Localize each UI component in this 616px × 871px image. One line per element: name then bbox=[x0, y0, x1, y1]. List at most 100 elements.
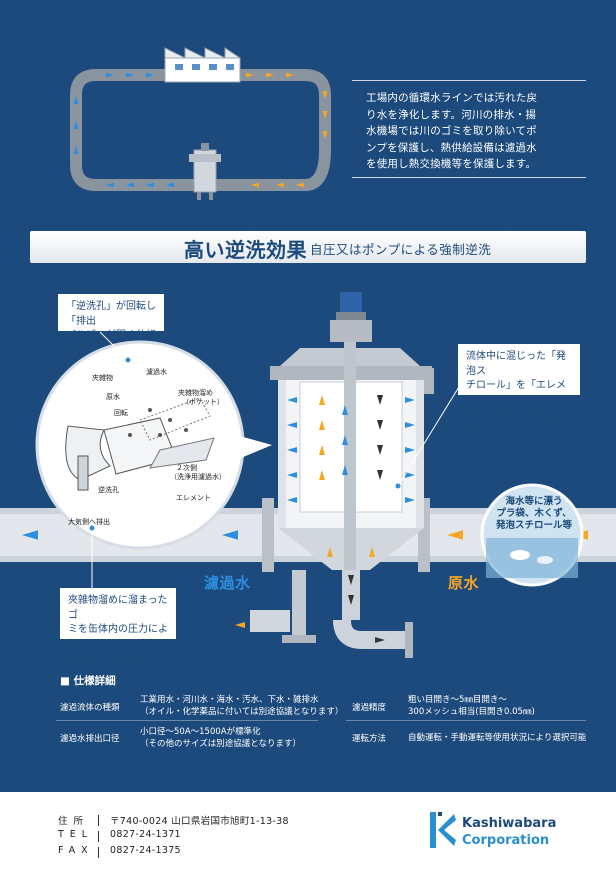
flow-arrow bbox=[73, 121, 79, 129]
footer-tel-label: TEL bbox=[58, 829, 94, 840]
callout-backwash-valve: 「逆洗孔」が回転し「排出 バルブ」が開く仕組み。 bbox=[58, 294, 164, 356]
spec-value-line: 小口径～50A～1500Aが標準化 bbox=[140, 727, 261, 737]
intro-text: 工場内の循環水ラインでは汚れた戻 り水を浄化します。河川の排水・揚 水機場では川… bbox=[352, 80, 586, 178]
flow-arrow bbox=[377, 395, 383, 405]
footer-address: 〒740-0024 山口県岩国市旭町1-13-38 bbox=[110, 816, 289, 827]
spec-label-outlet: 濾過水排出口径 bbox=[60, 734, 120, 744]
flow-arrow bbox=[322, 131, 328, 139]
flow-arrow bbox=[405, 397, 415, 403]
flow-arrow bbox=[287, 497, 297, 503]
flow-arrow bbox=[405, 472, 415, 478]
label-secondary-1: ２次側 bbox=[176, 464, 197, 472]
strainer-diagram bbox=[0, 292, 616, 658]
flow-arrow bbox=[377, 445, 383, 455]
label-pocket-1: 夾雑物溜め bbox=[178, 389, 213, 397]
flow-arrow bbox=[405, 447, 415, 453]
footer-separator bbox=[98, 847, 99, 858]
footer-separator bbox=[98, 831, 99, 842]
intro-line: を使用し熱交換機等を保護します。 bbox=[366, 158, 537, 170]
flow-arrow bbox=[73, 146, 79, 154]
flow-arrow bbox=[296, 182, 304, 188]
section-title-bar: 高い逆洗効果 自圧又はポンプによる強制逆洗 bbox=[30, 231, 586, 263]
label-pocket-2: （ポケット） bbox=[182, 398, 224, 406]
spec-label-fluid: 濾過流体の種類 bbox=[60, 703, 120, 713]
footer-address-label: 住所 bbox=[58, 816, 90, 827]
spec-value-line: 300メッシュ相当(目開き0.05㎜) bbox=[408, 707, 535, 717]
footer-fax: 0827-24-1375 bbox=[110, 845, 181, 856]
flow-arrow bbox=[377, 470, 383, 480]
flow-arrow bbox=[322, 111, 328, 119]
flow-arrow bbox=[166, 182, 174, 188]
flow-arrow bbox=[319, 420, 325, 430]
section-title: 高い逆洗効果 bbox=[184, 238, 307, 262]
callout-line: と「ポケット」に捕獲。 bbox=[466, 409, 556, 435]
flow-arrow bbox=[369, 547, 375, 557]
flow-arrow bbox=[286, 72, 294, 78]
flow-arrow bbox=[319, 395, 325, 405]
intro-line: り水を浄化します。河川の排水・揚 bbox=[366, 108, 537, 121]
flow-arrow bbox=[319, 445, 325, 455]
spec-value-line: 自動運転・手動運転等使用状況により選択可能 bbox=[408, 733, 587, 743]
label-raw-water: 原水 bbox=[448, 574, 480, 592]
flow-arrow bbox=[327, 547, 333, 557]
spec-value-line: （オイル・化学薬品に付いては別途協議となります） bbox=[140, 707, 344, 717]
flow-arrow bbox=[276, 182, 284, 188]
flow-arrow bbox=[405, 422, 415, 428]
flow-arrow bbox=[235, 622, 245, 628]
intro-line: 水機場では川のゴミを取り除いてポ bbox=[366, 125, 537, 137]
spec-label-precision: 濾過精度 bbox=[352, 703, 387, 713]
logo-line1: Kashiwabara bbox=[462, 816, 557, 831]
circulation-loop-diagram bbox=[70, 47, 331, 200]
spec-value-fluid: 工業用水・河川水・海水・汚水、下水・雑排水 （オイル・化学薬品に付いては別途協議… bbox=[140, 694, 343, 718]
sea-debris-line: 海水等に漂う bbox=[505, 496, 563, 507]
flow-arrow bbox=[447, 530, 463, 540]
label-rotation: 回転 bbox=[114, 409, 128, 417]
flow-arrow bbox=[106, 182, 114, 188]
flow-arrow bbox=[287, 472, 297, 478]
spec-value-precision: 粗い目開き～5㎜目開き～ 300メッシュ相当(目開き0.05㎜) bbox=[408, 694, 535, 718]
flow-arrow bbox=[251, 182, 259, 188]
logo-line2: Corporation bbox=[462, 833, 550, 848]
flow-arrow bbox=[287, 422, 297, 428]
callout-line: ミを缶体内の圧力により bbox=[68, 624, 168, 650]
backwash-detail-drawing bbox=[65, 397, 215, 491]
spec-value-line: （その他のサイズは別途協議となります） bbox=[140, 739, 301, 749]
callout-discharge: 夾雑物溜めに溜まったゴ ミを缶体内の圧力により 大気側へ排出。 bbox=[60, 588, 176, 664]
intro-line: ンプを保護し、熱供給設備は濾過水 bbox=[366, 141, 537, 154]
callout-line: チロール」を「エレメント」 bbox=[466, 380, 566, 406]
label-secondary-2: （洗浄用濾過水） bbox=[170, 473, 226, 481]
spec-divider bbox=[346, 720, 586, 721]
callout-line: 大気側へ排出。 bbox=[68, 653, 138, 664]
flow-arrow bbox=[106, 72, 114, 78]
footer-tel: 0827-24-1371 bbox=[110, 829, 181, 840]
sea-debris-line: プラ袋、木くず、 bbox=[496, 508, 572, 519]
flow-arrow bbox=[322, 91, 328, 99]
strainer-icon bbox=[189, 143, 221, 200]
flow-arrow bbox=[146, 72, 154, 78]
label-to-atmosphere: 大気側へ排出 bbox=[68, 518, 110, 526]
label-foreign: 夾雑物 bbox=[92, 374, 113, 382]
flow-arrow bbox=[348, 595, 354, 605]
kashiwabara-logo-icon bbox=[430, 812, 456, 848]
flow-arrow bbox=[126, 182, 134, 188]
flow-arrow bbox=[222, 530, 238, 540]
flow-arrow bbox=[342, 405, 348, 415]
flow-arrow bbox=[146, 182, 154, 188]
flow-arrow bbox=[375, 637, 385, 643]
spec-value-outlet: 小口径～50A～1500Aが標準化 （その他のサイズは別途協議となります） bbox=[140, 726, 301, 750]
callout-line: 夾雑物溜めに溜まったゴ bbox=[68, 595, 168, 621]
spec-title-text: 仕様詳細 bbox=[73, 675, 116, 687]
spec-title: ■ 仕様詳細 bbox=[60, 675, 116, 687]
sea-debris-line: 発泡スチロール等 bbox=[495, 520, 572, 531]
flow-arrow bbox=[342, 435, 348, 445]
flow-arrow bbox=[287, 397, 297, 403]
label-backwash-hole: 逆洗孔 bbox=[98, 486, 119, 494]
spec-value-operation: 自動運転・手動運転等使用状況により選択可能 bbox=[408, 732, 586, 744]
loop-flow-arrows bbox=[73, 72, 328, 188]
spec-label-operation: 運転方法 bbox=[352, 734, 387, 744]
factory-icon bbox=[164, 47, 241, 83]
spec-value-line: 粗い目開き～5㎜目開き～ bbox=[408, 695, 507, 705]
flow-arrow bbox=[319, 470, 325, 480]
flow-arrow bbox=[246, 72, 254, 78]
